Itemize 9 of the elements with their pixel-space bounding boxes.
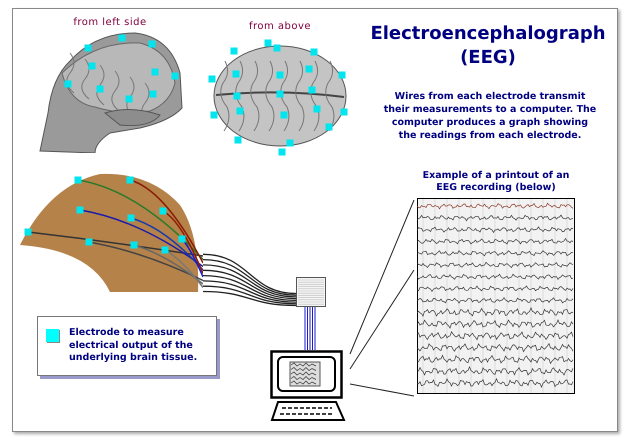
legend-text: Electrode to measure electrical output of the underlying brain tissue. xyxy=(69,327,198,364)
title: Electroencephalograph (EEG) xyxy=(369,22,607,70)
connector-line xyxy=(350,200,414,396)
description-text: Wires from each electrode transmit their measurements to a computer. The computer produces a graph showing the readings from each electrode. xyxy=(382,90,598,142)
view-caption: from above xyxy=(248,20,312,33)
view-caption: from left side xyxy=(73,16,147,29)
printout-caption: Example of a printout of an EEG recording (below) xyxy=(422,170,570,194)
connector-line xyxy=(304,306,316,350)
wire-bundle xyxy=(202,254,297,306)
